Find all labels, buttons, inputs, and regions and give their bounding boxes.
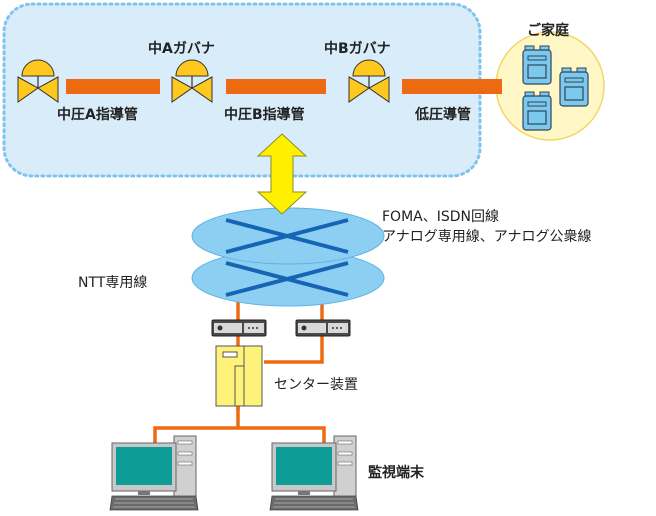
line-types-label-1: FOMA、ISDN回線 (382, 209, 499, 225)
center-device-label: センター装置 (274, 377, 358, 393)
homes-label: ご家庭 (527, 23, 569, 39)
network-upper-disc (191, 207, 385, 265)
gas-meter-icon (559, 67, 589, 107)
network-lower-disc (191, 249, 385, 307)
modem-icon (211, 319, 267, 337)
gas-meter-icon (522, 91, 552, 131)
terminals-label: 監視端末 (368, 465, 424, 481)
center-device-icon (215, 345, 263, 407)
line-types-label-2: アナログ専用線、アナログ公衆線 (382, 229, 592, 245)
pipe-medium-b (226, 79, 326, 94)
governor-a-valve-icon (171, 59, 213, 103)
terminal-pc-icon (269, 435, 359, 511)
modem-icon (295, 319, 351, 337)
governor-a-label: 中Aガバナ (148, 41, 215, 57)
pipe-low-label: 低圧導管 (415, 107, 471, 123)
pipe-medium-a (66, 79, 160, 94)
double-arrow-icon (256, 133, 308, 215)
valve-icon (17, 59, 59, 103)
pipe-low-pressure (402, 79, 502, 94)
gas-meter-icon (522, 45, 552, 85)
pipe-medium-a-label: 中圧A指導管 (57, 107, 138, 123)
terminal-pc-icon (109, 435, 199, 511)
governor-b-valve-icon (348, 59, 390, 103)
ntt-line-label: NTT専用線 (78, 275, 148, 291)
pipe-medium-b-label: 中圧B指導管 (224, 107, 305, 123)
governor-b-label: 中Bガバナ (324, 41, 391, 57)
